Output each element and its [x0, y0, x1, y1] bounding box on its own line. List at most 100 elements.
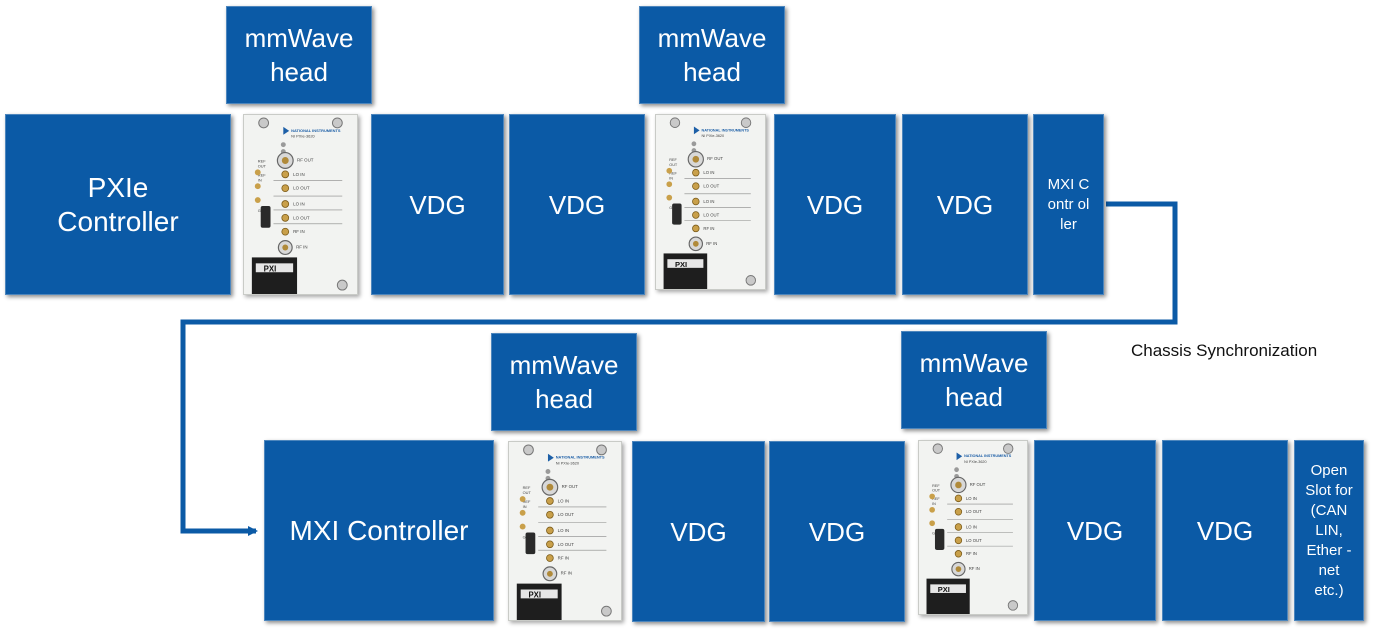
side-label: OUT	[523, 490, 532, 495]
port-label: RF IN	[706, 241, 717, 246]
rf-connector-icon	[692, 240, 699, 247]
sma-connector-icon	[666, 181, 673, 188]
vdg-label: VDG	[1066, 515, 1124, 546]
port-label: RF IN	[561, 571, 572, 576]
port-label: RF OUT	[970, 482, 986, 487]
eject-handle	[516, 583, 562, 620]
mmwave-head-box: mmWave head	[226, 6, 372, 104]
sma-connector-icon	[954, 523, 963, 531]
side-label: REF	[523, 485, 531, 490]
port-label: LO OUT	[703, 184, 719, 189]
rf-connector-icon	[282, 244, 289, 251]
sma-connector-icon	[929, 493, 935, 500]
mmwave-head-label: mmWave head	[919, 348, 1029, 412]
screw-icon	[932, 443, 943, 454]
pxi-badge-label: PXI	[675, 260, 687, 269]
led-icon	[545, 469, 551, 474]
screw-icon	[336, 279, 348, 291]
port-label: RF OUT	[297, 157, 314, 162]
open-slot-label: Open Slot for (CAN LIN, Ether -net etc.)	[1305, 461, 1353, 599]
module-brand: NATIONAL INSTRUMENTS	[291, 128, 341, 133]
eject-handle	[251, 257, 298, 294]
port-label: RF IN	[293, 229, 305, 234]
side-label: REF	[669, 172, 677, 176]
mxi-controller-box: MXI Controller	[264, 440, 494, 621]
pxie-controller-box: PXIe Controller	[5, 114, 231, 295]
port-label: RF IN	[296, 244, 308, 249]
pxi-badge	[667, 259, 704, 268]
screw-icon	[523, 444, 534, 456]
sma-connector-icon	[692, 211, 700, 219]
side-label: IN	[669, 176, 673, 180]
screw-icon	[331, 117, 343, 129]
module-model: NI PXIe-3620	[556, 461, 580, 466]
port-label: LO OUT	[703, 212, 719, 217]
port-label: LO IN	[966, 524, 977, 529]
vdg-box: VDG	[371, 114, 504, 295]
port-label: LO OUT	[558, 512, 575, 517]
open-slot-box: Open Slot for (CAN LIN, Ether -net etc.)	[1294, 440, 1364, 621]
port-label: LO IN	[966, 496, 977, 501]
screw-icon	[258, 117, 270, 129]
side-label: IN	[523, 504, 527, 509]
port-label: LO OUT	[293, 215, 310, 220]
port-label: LO IN	[703, 170, 714, 175]
sma-connector-icon	[519, 509, 526, 516]
module-model: NI PXIe-3620	[291, 134, 315, 139]
sma-connector-icon	[546, 554, 554, 562]
sma-connector-icon	[281, 227, 290, 236]
sma-connector-icon	[519, 496, 526, 502]
mxi-controller-small-label: MXI Contr oller	[1047, 175, 1090, 233]
port-label: LO OUT	[558, 542, 575, 547]
side-label: OUT	[258, 163, 267, 168]
sma-connector-icon	[281, 170, 290, 179]
side-label: REF	[932, 497, 940, 501]
mmwave-head-box: mmWave head	[491, 333, 637, 431]
port-label: LO IN	[293, 172, 305, 177]
mmwave-head-box: mmWave head	[901, 331, 1047, 429]
ni-logo-icon	[547, 453, 554, 462]
sma-connector-icon	[954, 508, 963, 516]
pxi-badge	[520, 589, 558, 599]
vdg-box: VDG	[902, 114, 1028, 295]
sma-connector-icon	[281, 184, 290, 193]
vdg-box: VDG	[774, 114, 896, 295]
vdg-label: VDG	[806, 189, 864, 220]
vdg-box: VDG	[769, 441, 905, 622]
side-label: REF	[932, 484, 940, 488]
port-label: LO OUT	[966, 509, 982, 514]
module-model: NI PXIe-3620	[701, 134, 724, 138]
port-label: LO IN	[558, 498, 569, 503]
sma-connector-icon	[254, 169, 261, 176]
sma-connector-icon	[546, 526, 554, 535]
digital-port-icon	[934, 528, 945, 550]
vdg-box: VDG	[632, 441, 765, 622]
sma-connector-icon	[692, 224, 700, 233]
ni-logo-icon	[956, 452, 963, 461]
pxi-badge	[255, 263, 294, 273]
side-label: OUT	[932, 489, 941, 493]
port-label: RF IN	[703, 226, 714, 231]
pxi-badge-label: PXI	[938, 585, 950, 594]
screw-icon	[601, 605, 612, 617]
pxi-badge-label: PXI	[528, 590, 541, 599]
rf-connector-icon	[692, 155, 700, 163]
sma-connector-icon	[254, 183, 261, 190]
vdg-label: VDG	[548, 189, 606, 220]
side-label: REF	[669, 158, 677, 162]
port-label: RF OUT	[707, 156, 723, 161]
vdg-label: VDG	[670, 516, 727, 547]
digital-port-icon	[525, 532, 536, 555]
sma-connector-icon	[692, 182, 700, 190]
sma-connector-icon	[546, 510, 554, 519]
side-label: IN	[932, 502, 936, 506]
screw-icon	[745, 275, 756, 286]
mmwave-head-label: mmWave head	[657, 23, 767, 87]
mmwave-head-label: mmWave head	[509, 350, 619, 414]
sma-connector-icon	[692, 197, 700, 206]
port-label: RF OUT	[562, 484, 579, 489]
